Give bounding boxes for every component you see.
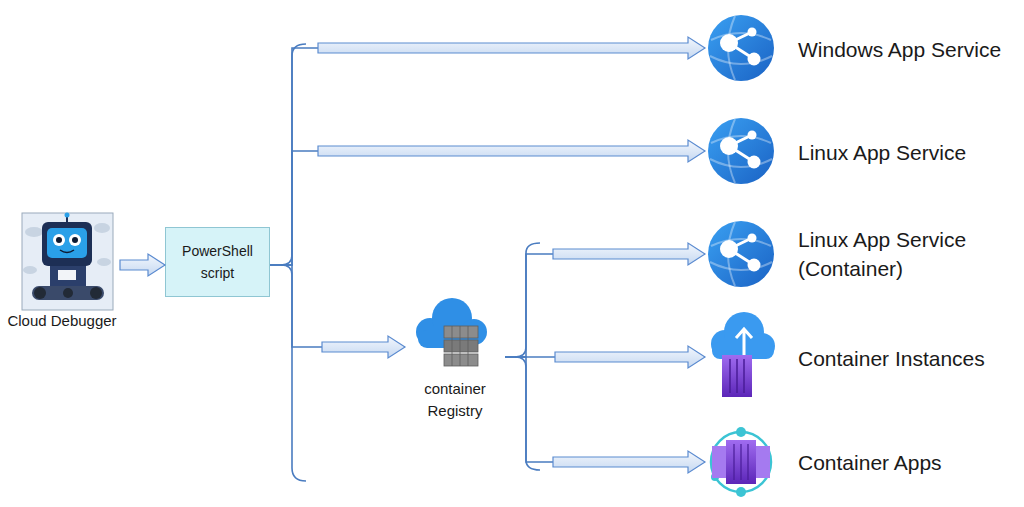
container-registry-icon [444,326,478,338]
robot-illustration [22,213,113,311]
split-bracket [281,44,306,481]
app-service-icon [708,221,774,287]
robot-illustration [69,234,81,246]
container-apps-icon [711,427,771,497]
connector-route [505,357,705,462]
split-bracket [515,243,540,470]
service-node: Container Instances [705,318,1020,398]
connector-route [505,254,705,357]
fat-arrow [505,357,705,473]
robot-illustration [47,228,87,258]
robot-illustration [65,213,70,218]
fat-arrow [270,140,705,265]
robot-illustration [90,287,102,299]
robot-illustration [53,234,65,246]
container-instances-icon [736,329,752,356]
robot-illustration [72,237,78,243]
container-apps-icon [734,444,748,480]
container-apps-icon [711,432,771,492]
robot-illustration [97,258,111,266]
robot-illustration [23,266,37,274]
service-node: Linux App Service [705,115,1020,189]
app-service-icon [708,15,774,81]
node-label: Container Apps [798,448,942,477]
arrow-shape [318,140,705,162]
container-apps-icon [726,440,756,484]
robot-illustration [32,286,104,300]
container-instances-icon [730,359,744,393]
connector-route [270,48,705,265]
node-label: PowerShell script [172,240,263,284]
registry-node: container Registry [405,305,505,423]
arrow-shape [553,243,705,265]
fat-arrow [505,243,705,357]
node-label: Linux App Service [798,138,966,167]
robot-illustration [34,287,46,299]
arrow-shape [120,254,165,276]
robot-illustration [58,270,76,280]
container-registry-icon [416,298,487,366]
connector-route [505,356,705,358]
container-registry-icon [444,354,478,366]
container-registry-icon [444,340,478,352]
arrow-shape [322,336,405,358]
robot-illustration [60,250,74,253]
node-label: Linux App Service (Container) [798,225,988,283]
container-instances-icon [711,312,775,397]
robot-illustration [50,266,86,288]
container-apps-icon [736,487,746,497]
container-registry-icon [452,326,468,366]
fat-arrow [505,346,705,368]
app-service-icon [708,118,774,184]
node-label: Windows App Service [798,35,1001,64]
robot-illustration [42,222,92,266]
connector-route [120,264,165,266]
container-apps-icon [736,427,746,437]
service-node: Linux App Service (Container) [705,217,1020,291]
robot-illustration [25,227,43,237]
arrow-shape [318,37,705,59]
robot-illustration [56,237,62,243]
node-label: container Registry [405,378,505,422]
fat-arrow [270,37,705,265]
node-label: Cloud Debugger [4,310,120,332]
arrow-shape [555,346,705,368]
fat-arrow [120,254,165,276]
connector-route [270,265,405,347]
illustrated-node: Cloud Debugger [4,210,120,335]
service-node: Windows App Service [705,12,1020,86]
connector-route [270,151,705,265]
service-node: Container Apps [705,424,1020,500]
fat-arrow [270,265,405,358]
arrow-shape [553,451,705,473]
process-box: PowerShell script [165,227,270,297]
robot-illustration [94,223,110,233]
node-label: Container Instances [798,344,985,373]
robot-illustration [22,213,113,310]
robot-illustration [63,288,73,298]
container-instances-icon [722,355,752,397]
